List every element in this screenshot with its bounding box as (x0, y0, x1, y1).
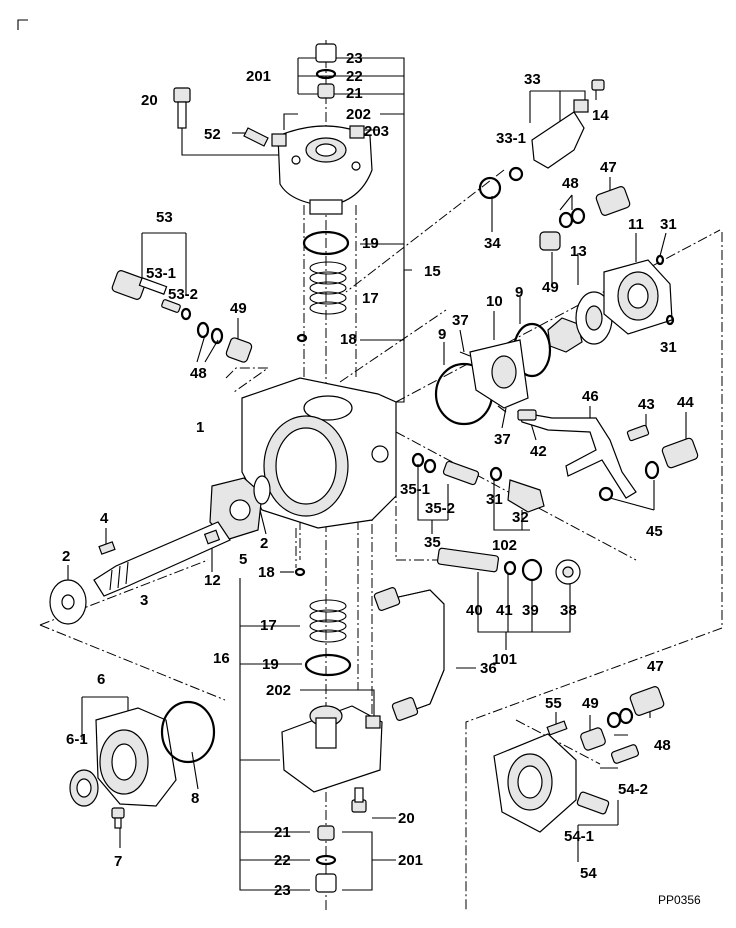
parts (49, 43, 699, 893)
label-17-upper: 17 (362, 290, 379, 307)
label-35-2: 35-2 (425, 500, 455, 517)
label-1: 1 (196, 419, 204, 436)
label-11: 11 (628, 216, 644, 233)
label-12: 12 (204, 572, 221, 589)
label-53-2: 53-2 (168, 286, 198, 303)
leader-lines (67, 57, 687, 891)
label-4: 4 (100, 510, 109, 527)
label-53: 53 (156, 209, 173, 226)
label-21-lower: 21 (274, 824, 291, 841)
label-202-lower: 202 (266, 682, 291, 699)
label-54-2: 54-2 (618, 781, 648, 798)
label-3: 3 (140, 592, 148, 609)
label-201-upper: 201 (246, 68, 271, 85)
label-22-lower: 22 (274, 852, 291, 869)
label-53-1: 53-1 (146, 265, 176, 282)
label-34: 34 (484, 235, 501, 252)
label-16: 16 (213, 650, 230, 667)
label-38: 38 (560, 602, 577, 619)
label-48-left: 48 (190, 365, 207, 382)
label-43: 43 (638, 396, 655, 413)
label-5: 5 (239, 551, 247, 568)
label-19-upper: 19 (362, 235, 379, 252)
label-2-left: 2 (62, 548, 70, 565)
label-48-lower: 48 (654, 737, 671, 754)
label-18-lower: 18 (258, 564, 275, 581)
label-36: 36 (480, 660, 497, 677)
label-48-upper: 48 (562, 175, 579, 192)
label-202-upper: 202 (346, 106, 371, 123)
label-9-right: 9 (515, 284, 523, 301)
label-35-1: 35-1 (400, 481, 430, 498)
part-number-labels: 1 2 2 3 4 5 6 6-1 7 8 9 9 10 11 12 13 14… (62, 50, 701, 907)
label-49-left: 49 (230, 300, 247, 317)
label-8: 8 (191, 790, 199, 807)
label-6: 6 (97, 671, 105, 688)
label-47-lower: 47 (647, 658, 664, 675)
label-32: 32 (512, 509, 529, 526)
label-54-1: 54-1 (564, 828, 594, 845)
label-2-right: 2 (260, 535, 268, 552)
label-37-lower: 37 (494, 431, 511, 448)
drawing-code: PP0356 (658, 893, 701, 907)
label-7: 7 (114, 853, 122, 870)
label-20-lower: 20 (398, 810, 415, 827)
label-23-upper: 23 (346, 50, 363, 67)
label-35: 35 (424, 534, 441, 551)
label-102: 102 (492, 537, 517, 554)
label-55: 55 (545, 695, 562, 712)
label-101: 101 (492, 651, 517, 668)
label-41: 41 (496, 602, 513, 619)
label-33-1: 33-1 (496, 130, 526, 147)
label-22-upper: 22 (346, 68, 363, 85)
label-54: 54 (580, 865, 597, 882)
label-6-1: 6-1 (66, 731, 88, 748)
label-9-left: 9 (438, 326, 446, 343)
label-40: 40 (466, 602, 483, 619)
label-47-upper: 47 (600, 159, 617, 176)
label-39: 39 (522, 602, 539, 619)
label-49-lower: 49 (582, 695, 599, 712)
label-20-upper: 20 (141, 92, 158, 109)
label-15: 15 (424, 263, 441, 280)
label-42: 42 (530, 443, 547, 460)
label-21-upper: 21 (346, 85, 363, 102)
label-33: 33 (524, 71, 541, 88)
label-19-lower: 19 (262, 656, 279, 673)
label-45: 45 (646, 523, 663, 540)
label-44: 44 (677, 394, 694, 411)
label-31-right: 31 (660, 339, 677, 356)
label-201-lower: 201 (398, 852, 423, 869)
label-203: 203 (364, 123, 389, 140)
label-49-upper: 49 (542, 279, 559, 296)
label-31-mid: 31 (486, 491, 503, 508)
label-18-upper: 18 (340, 331, 357, 348)
label-17-lower: 17 (260, 617, 277, 634)
label-10: 10 (486, 293, 503, 310)
corner-mark (17, 19, 28, 30)
label-14: 14 (592, 107, 609, 124)
label-37-upper: 37 (452, 312, 469, 329)
label-52: 52 (204, 126, 221, 143)
label-46: 46 (582, 388, 599, 405)
label-13: 13 (570, 243, 587, 260)
label-23-lower: 23 (274, 882, 291, 899)
label-31-top: 31 (660, 216, 677, 233)
